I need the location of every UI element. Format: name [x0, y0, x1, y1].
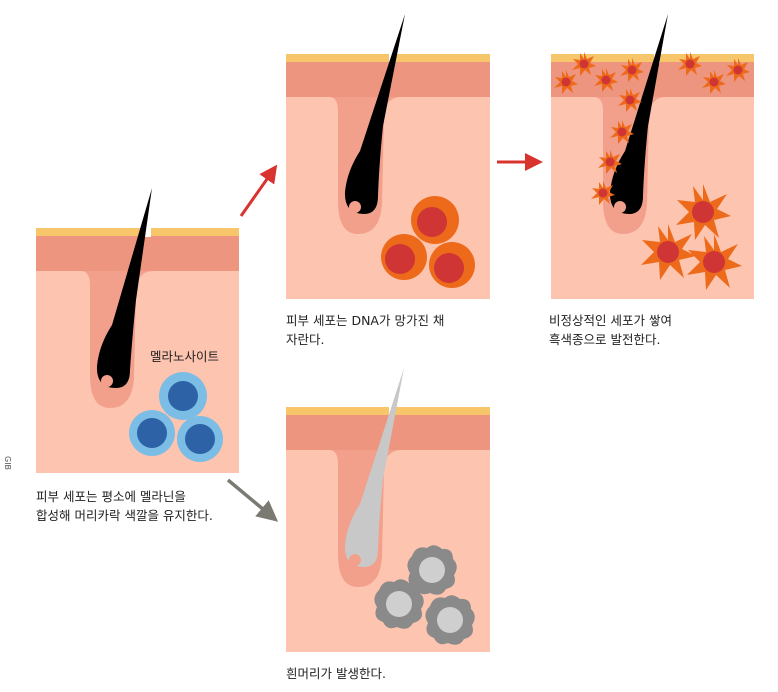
credit-text: GIB [3, 456, 12, 471]
panel-normal [36, 188, 239, 473]
panel-melanoma [551, 14, 754, 299]
caption-dna-damage: 피부 세포는 DNA가 망가진 채 자란다. [286, 313, 445, 347]
surface-gap [145, 226, 151, 237]
panel-white-hair [286, 368, 490, 652]
damaged-cells [381, 196, 475, 288]
panel-dna-damage [286, 14, 490, 299]
skin-surface [551, 54, 754, 62]
hair-strand [344, 14, 405, 214]
skin-surface [286, 407, 490, 415]
caption-melanoma: 비정상적인 세포가 쌓여 흑색종으로 발전한다. [549, 313, 672, 347]
arrow-down-right-icon [226, 478, 279, 522]
melanocyte-label: 멜라노사이트 [150, 349, 220, 364]
hair-bulb-notch [614, 201, 626, 213]
hair-bulb-notch [349, 554, 361, 566]
caption-normal: 피부 세포는 평소에 멜라닌을 합성해 머리카락 색깔을 유지한다. [36, 489, 213, 523]
skin-surface [36, 228, 239, 236]
caption-white-hair: 흰머리가 발생한다. [286, 666, 386, 681]
arrow-up-right-icon [239, 164, 278, 217]
hair-bulb-notch [101, 375, 113, 387]
hair-strand-gray [344, 368, 404, 567]
hair-bulb-notch [349, 201, 361, 213]
hair-strand [96, 188, 152, 388]
melanocyte-cells [129, 372, 223, 462]
skin-surface [286, 54, 490, 62]
hair-strand [609, 14, 668, 214]
